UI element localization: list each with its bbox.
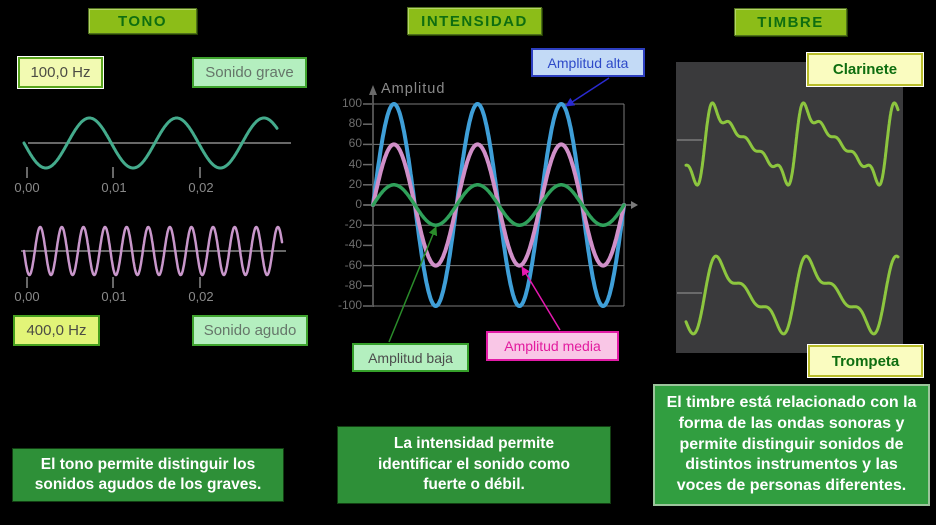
- x-tick-label: 0,01: [101, 180, 127, 195]
- amplitud-media-badge: Amplitud media: [486, 331, 619, 361]
- tono-caption: El tono permite distinguir los sonidos a…: [12, 448, 284, 502]
- x-tick-label: 0,02: [188, 289, 214, 304]
- header-tono: TONO: [88, 8, 197, 34]
- y-axis-tick-label: -80: [344, 277, 362, 292]
- amplitud-alta-badge: Amplitud alta: [531, 48, 645, 77]
- header-timbre: TIMBRE: [734, 8, 847, 36]
- high-tone-wave: [22, 225, 284, 277]
- y-axis-tick-label: -20: [344, 217, 362, 232]
- y-axis-arrowhead: [369, 85, 377, 95]
- y-axis-tick-label: 0: [355, 197, 362, 211]
- y-axis-tick-label: -60: [344, 257, 362, 272]
- y-axis-tick-label: 20: [348, 176, 362, 191]
- intensity-chart-frame: [363, 85, 638, 307]
- frequency-high-badge: 400,0 Hz: [13, 315, 100, 346]
- low-amplitude-arrow: [388, 226, 438, 343]
- frequency-low-badge: 100,0 Hz: [18, 57, 103, 88]
- high-amplitude-arrow: [565, 77, 610, 107]
- clarinete-badge: Clarinete: [807, 53, 923, 86]
- y-axis-tick-label: -40: [344, 237, 362, 252]
- medium-amplitude-arrow: [521, 266, 561, 331]
- tono-low-axis: [26, 142, 291, 178]
- y-axis-title: Amplitud: [381, 81, 446, 97]
- x-axis-arrowhead: [631, 201, 638, 209]
- sonido-grave-badge: Sonido grave: [192, 57, 307, 88]
- x-tick-label: 0,00: [14, 289, 40, 304]
- y-axis-tick-marks: [363, 103, 372, 307]
- y-axis-tick-label: 40: [348, 156, 362, 171]
- clarinet-wave: [684, 101, 900, 187]
- trompeta-badge: Trompeta: [808, 345, 923, 377]
- low-tone-wave: [22, 116, 279, 170]
- x-tick-label: 0,02: [188, 180, 214, 195]
- y-axis-tick-label: 80: [348, 116, 362, 131]
- y-axis-tick-label: 60: [348, 136, 362, 151]
- y-axis-tick-labels: 100 80 60 40 20 0 -20 -40 -60 -80 -100: [326, 0, 362, 525]
- y-axis-tick-label: 100: [341, 96, 362, 110]
- amplitud-baja-badge: Amplitud baja: [352, 343, 469, 372]
- low-amplitude-wave: [371, 183, 626, 227]
- trumpet-wave: [684, 254, 900, 336]
- y-axis-tick-label: -100: [337, 298, 362, 312]
- x-tick-label: 0,01: [101, 289, 127, 304]
- x-tick-label: 0,00: [14, 180, 40, 195]
- header-intensidad: INTENSIDAD: [407, 7, 542, 35]
- sonido-agudo-badge: Sonido agudo: [192, 315, 308, 346]
- intensidad-caption: La intensidad permite identificar el son…: [337, 426, 611, 504]
- timbre-oscilloscope-panel: [676, 62, 903, 353]
- timbre-caption: El timbre está relacionado con la forma …: [653, 384, 930, 506]
